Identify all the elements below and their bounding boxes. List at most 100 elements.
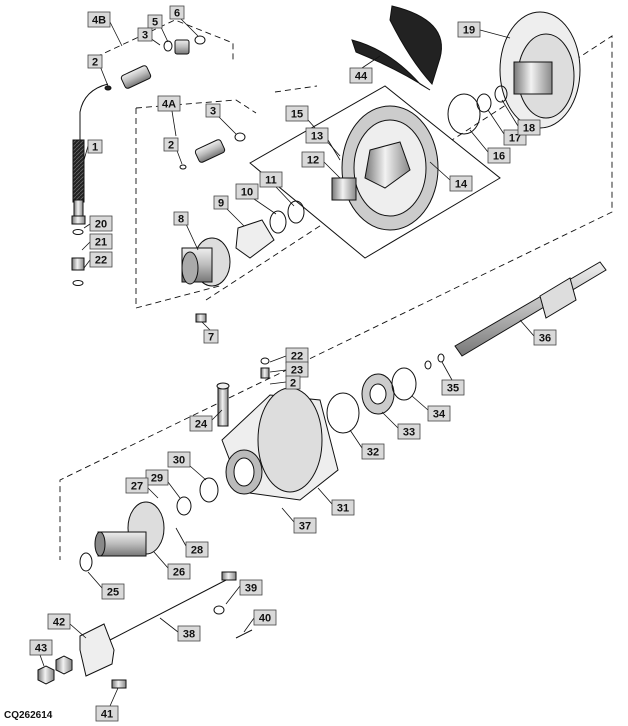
- leader-line: [179, 17, 199, 37]
- bolt-7: [195, 313, 207, 323]
- callout-label: 17: [509, 133, 521, 145]
- callout-box: [259, 171, 283, 188]
- leader-line: [167, 481, 181, 499]
- leader-line: [39, 654, 45, 667]
- callout-27: 27: [125, 477, 149, 494]
- callout-box: [47, 613, 71, 630]
- callout-18: 18: [517, 119, 541, 136]
- leader-line: [323, 161, 341, 179]
- callout-label: 27: [131, 481, 143, 493]
- callout-label: 2: [290, 378, 296, 390]
- seals-29-30: [176, 477, 219, 516]
- callout-37: 37: [293, 517, 317, 534]
- callout-box: [163, 137, 179, 152]
- callout-label: 10: [241, 187, 253, 199]
- callout-label: 19: [463, 25, 475, 37]
- callout-box: [189, 415, 213, 432]
- callout-box: [203, 329, 219, 344]
- leader-line: [69, 623, 87, 639]
- callout-box: [89, 251, 113, 268]
- callout-label: 2: [168, 140, 174, 152]
- callout-label: 18: [523, 123, 535, 135]
- fittings-22-23: [260, 357, 270, 379]
- callout-box: [305, 127, 329, 144]
- callout-label: 29: [151, 473, 163, 485]
- callout-label: 8: [178, 214, 184, 226]
- o-ring: [72, 229, 84, 235]
- callout-29: 29: [145, 469, 169, 486]
- callout-39: 39: [239, 579, 263, 596]
- callout-26: 26: [167, 563, 191, 580]
- callout-label: 42: [53, 617, 65, 629]
- callout-box: [285, 375, 301, 390]
- callout-20: 20: [89, 215, 113, 232]
- callout-22: 22: [285, 347, 309, 364]
- callout-14: 14: [449, 175, 473, 192]
- leader-line: [469, 129, 489, 153]
- callout-box: [89, 233, 113, 250]
- callout-label: 14: [455, 179, 468, 191]
- driven-sheave: [499, 11, 581, 129]
- callout-box: [137, 27, 153, 42]
- leader-line: [83, 259, 91, 269]
- callout-box: [205, 103, 221, 118]
- callout-4B: 4B: [87, 11, 111, 28]
- callout-box: [213, 195, 229, 210]
- callout-box: [177, 625, 201, 642]
- callout-10: 10: [235, 183, 259, 200]
- callout-label: 15: [291, 109, 303, 121]
- callout-label: 43: [35, 643, 47, 655]
- figure-id: CQ262614: [4, 710, 53, 721]
- output-hub-26: [94, 501, 165, 557]
- leader-line: [361, 55, 381, 69]
- callout-label: 37: [299, 521, 311, 533]
- callout-30: 30: [167, 451, 191, 468]
- callout-box: [517, 119, 541, 136]
- callout-19: 19: [457, 21, 481, 38]
- callout-label: 30: [173, 455, 185, 467]
- leader-line: [217, 115, 237, 135]
- callout-box: [145, 469, 169, 486]
- leader-line: [501, 99, 519, 127]
- callout-32: 32: [361, 443, 385, 460]
- callout-label: 1: [92, 142, 98, 154]
- leader-line: [275, 186, 295, 207]
- callout-2: 2: [87, 54, 103, 69]
- callout-12: 12: [301, 151, 325, 168]
- callout-44: 44: [349, 67, 373, 84]
- callout-4A: 4A: [157, 95, 181, 112]
- leader-line: [269, 369, 287, 373]
- callout-label: 6: [174, 8, 180, 20]
- leader-line: [225, 207, 245, 227]
- leader-line: [83, 145, 89, 161]
- callout-box: [449, 175, 473, 192]
- leader-line: [171, 110, 177, 137]
- callout-38: 38: [177, 625, 201, 642]
- callout-box: [167, 563, 191, 580]
- leader-line: [327, 139, 341, 161]
- callout-box: [235, 183, 259, 200]
- callout-box: [101, 583, 125, 600]
- callout-7: 7: [203, 329, 219, 344]
- callout-label: 41: [101, 709, 113, 721]
- washer-25: [79, 552, 93, 572]
- callout-8: 8: [173, 211, 189, 226]
- callout-1: 1: [87, 139, 103, 154]
- leader-line: [519, 319, 535, 337]
- callout-42: 42: [47, 613, 71, 630]
- callout-label: 26: [173, 567, 185, 579]
- callout-label: 36: [539, 333, 551, 345]
- callout-box: [239, 579, 263, 596]
- callout-label: 38: [183, 629, 195, 641]
- callout-label: 2: [92, 57, 98, 69]
- callout-box: [397, 423, 421, 440]
- callout-label: 3: [210, 106, 216, 118]
- callout-label: 24: [195, 419, 208, 431]
- pin-24: [216, 382, 230, 427]
- leader-line: [185, 223, 199, 251]
- callout-label: 33: [403, 427, 415, 439]
- leader-line: [159, 617, 179, 633]
- bracket-42-nuts-43: [37, 623, 127, 689]
- callout-21: 21: [89, 233, 113, 250]
